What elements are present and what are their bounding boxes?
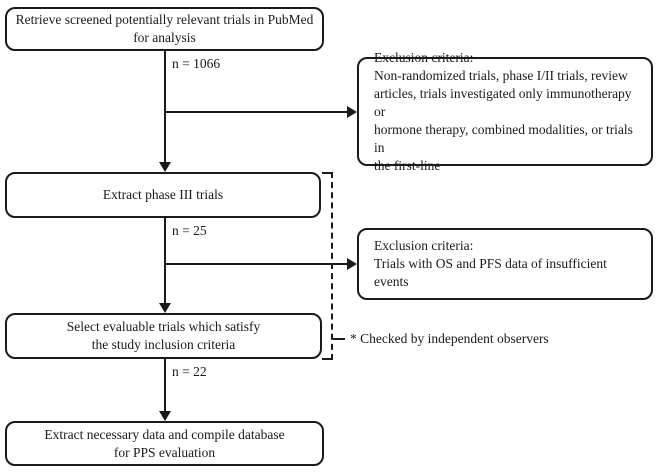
arrowhead-down-2 (159, 303, 171, 313)
connector-branch-exclusion2 (164, 263, 348, 265)
count-label-n25: n = 25 (172, 223, 207, 238)
node-exclusion-criteria-2: Exclusion criteria: Trials with OS and P… (357, 228, 653, 300)
arrowhead-right-2 (347, 258, 357, 270)
node-exclusion-criteria-1: Exclusion criteria: Non-randomized trial… (357, 50, 653, 173)
node-select-evaluable: Select evaluable trials which satisfy th… (5, 313, 322, 359)
arrowhead-right-1 (347, 106, 357, 118)
node-extract-data: Extract necessary data and compile datab… (5, 421, 324, 466)
connector-retrieve-to-phase3 (164, 51, 166, 163)
dashed-bracket-bottom (322, 358, 333, 360)
node-extract-phase3: Extract phase III trials (5, 172, 321, 218)
dashed-bracket-top (322, 172, 333, 174)
connector-branch-exclusion1 (164, 111, 348, 113)
node-retrieve-trials: Retrieve screened potentially relevant t… (5, 7, 324, 51)
count-label-n22: n = 22 (172, 364, 207, 379)
dashed-bracket-vertical (331, 172, 333, 360)
connector-select-to-extract (164, 359, 166, 412)
connector-phase3-to-select (164, 218, 166, 303)
dashed-bracket-tick (333, 338, 345, 340)
checked-by-observers-note: * Checked by independent observers (350, 331, 549, 346)
arrowhead-down-1 (159, 162, 171, 172)
count-label-n1066: n = 1066 (172, 56, 221, 71)
arrowhead-down-3 (159, 411, 171, 421)
